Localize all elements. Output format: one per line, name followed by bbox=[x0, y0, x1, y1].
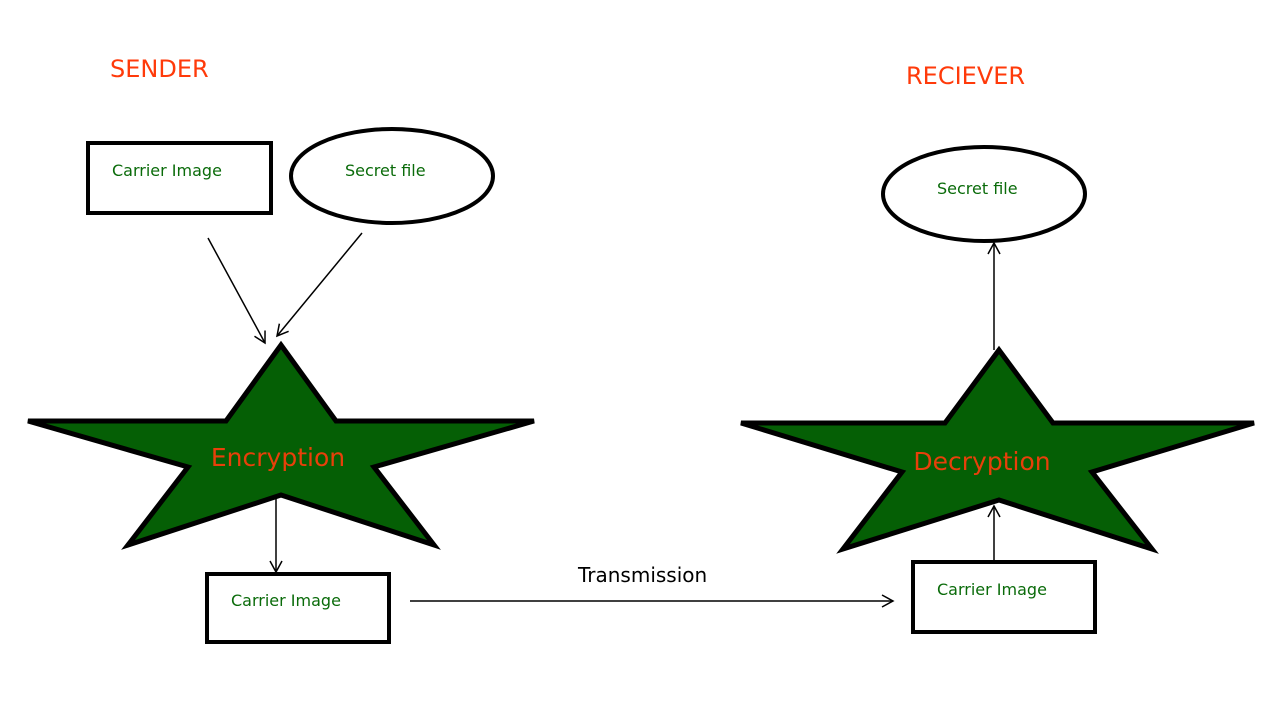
receiver-secret-file-ellipse bbox=[881, 145, 1087, 243]
sender-carrier-image-node: Carrier Image bbox=[86, 141, 273, 215]
sender-title: SENDER bbox=[110, 55, 209, 83]
sender-secret-file-node: Secret file bbox=[289, 127, 495, 225]
receiver-title: RECIEVER bbox=[906, 62, 1025, 90]
receiver-input-carrier-box bbox=[911, 560, 1097, 634]
decryption-node: Decryption bbox=[740, 345, 1255, 554]
sender-output-carrier-node: Carrier Image bbox=[205, 572, 391, 644]
sender-output-carrier-box bbox=[205, 572, 391, 644]
decryption-label: Decryption bbox=[913, 447, 1050, 476]
receiver-secret-file-node: Secret file bbox=[881, 145, 1087, 243]
sender-carrier-image-box bbox=[86, 141, 273, 215]
receiver-input-carrier-label: Carrier Image bbox=[937, 580, 1047, 599]
encryption-node: Encryption bbox=[27, 340, 535, 550]
sender-output-carrier-label: Carrier Image bbox=[231, 591, 341, 610]
arrow-secret-to-encryption bbox=[276, 232, 363, 338]
receiver-secret-file-label: Secret file bbox=[937, 179, 1018, 198]
transmission-label: Transmission bbox=[577, 563, 707, 587]
sender-secret-file-ellipse bbox=[289, 127, 495, 225]
arrow-carrier-to-encryption bbox=[207, 237, 266, 345]
receiver-input-carrier-node: Carrier Image bbox=[911, 560, 1097, 634]
sender-carrier-image-label: Carrier Image bbox=[112, 161, 222, 180]
encryption-label: Encryption bbox=[211, 443, 345, 472]
sender-secret-file-label: Secret file bbox=[345, 161, 426, 180]
encryption-star bbox=[27, 340, 535, 550]
decryption-star bbox=[740, 345, 1255, 554]
